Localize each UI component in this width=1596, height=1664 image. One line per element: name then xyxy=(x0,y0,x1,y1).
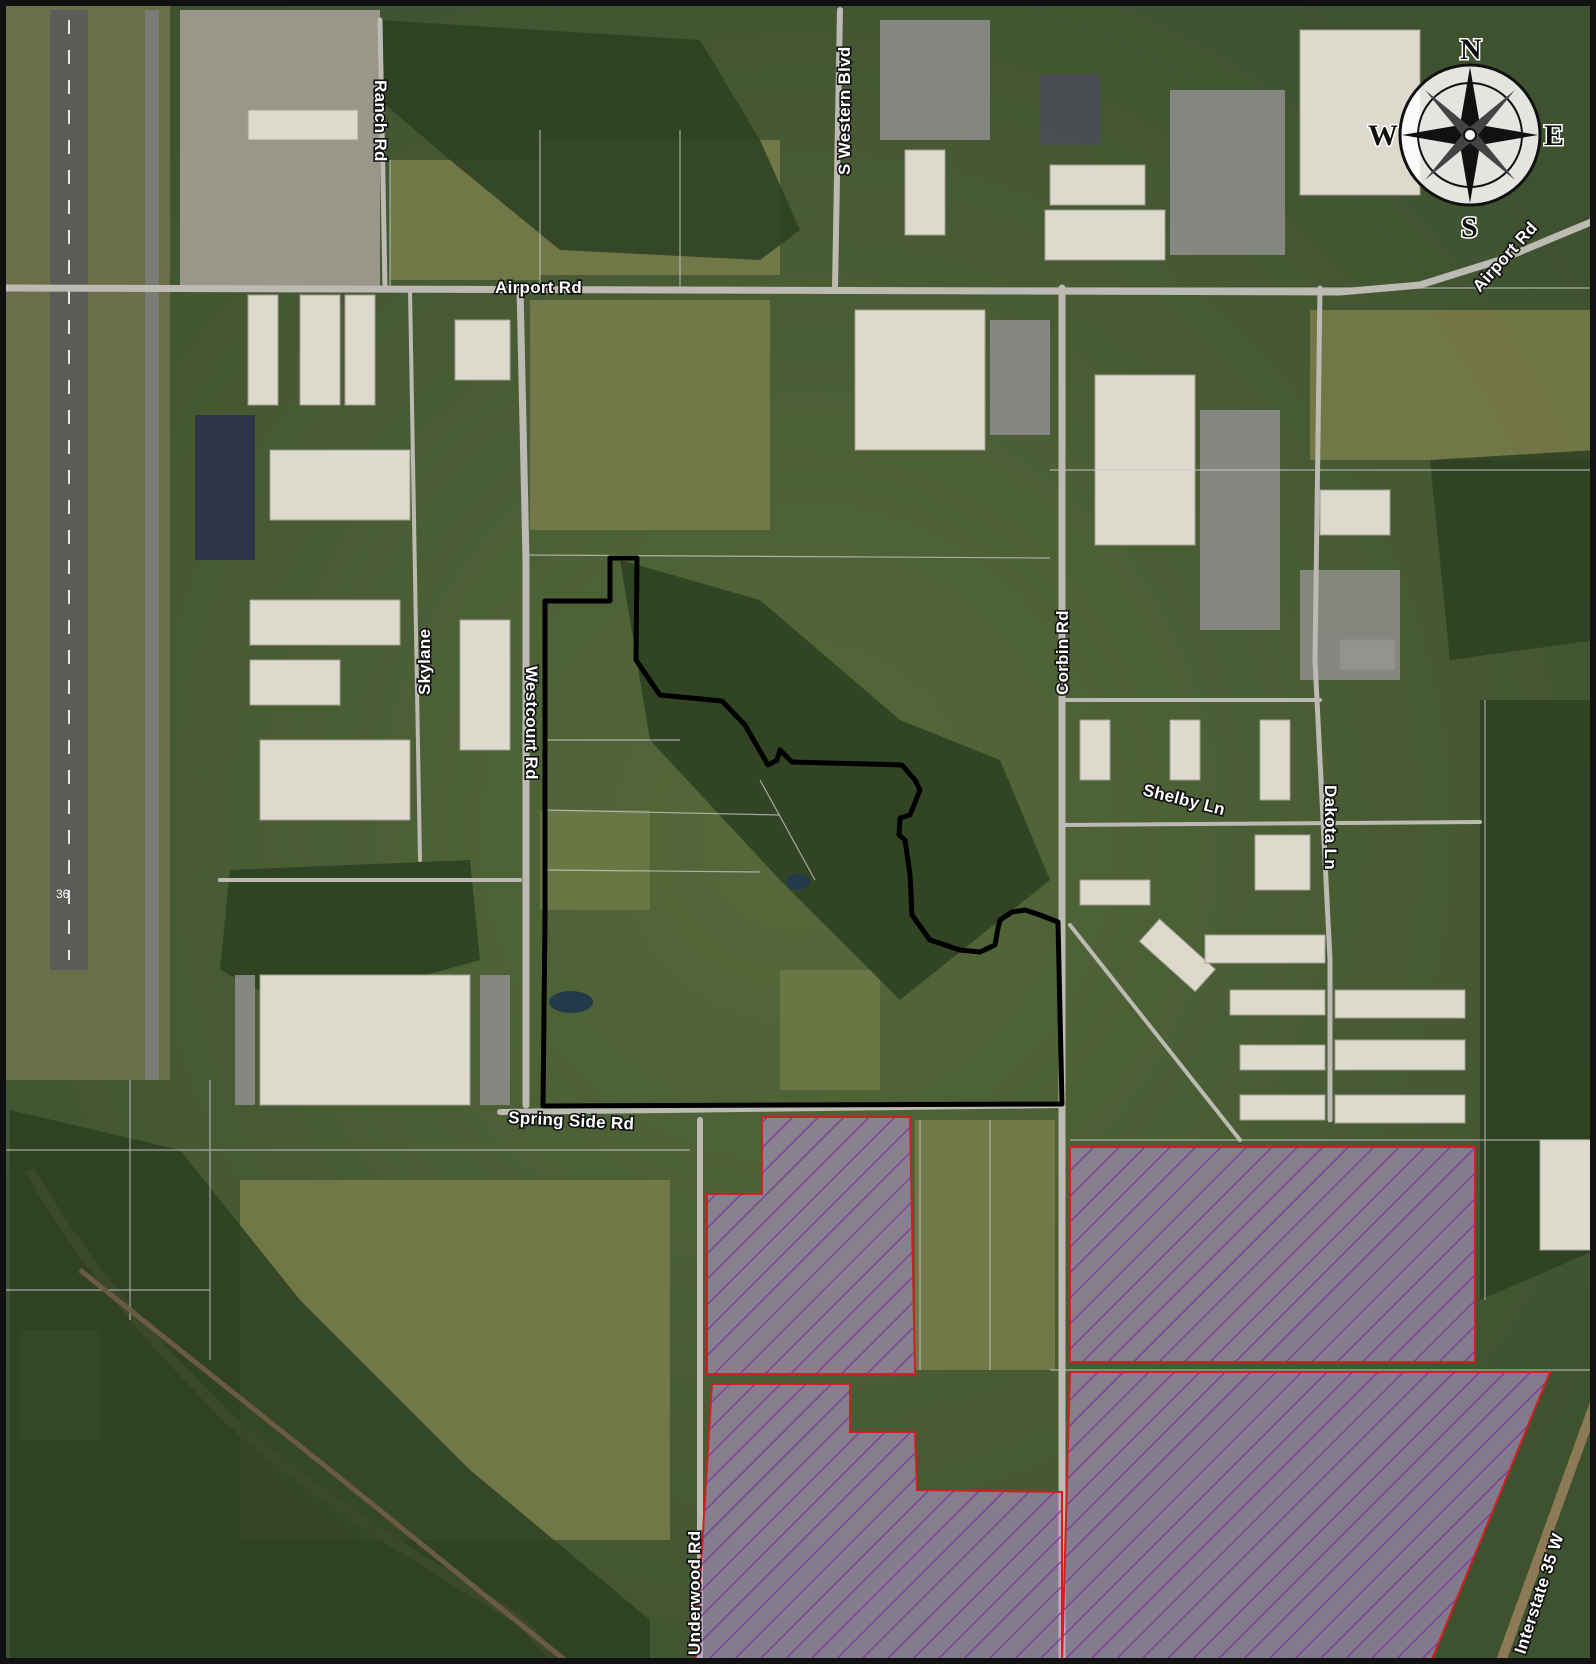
label-airport-rd-west: Airport Rd xyxy=(495,278,582,297)
label-westcourt-rd: Westcourt Rd xyxy=(522,666,541,780)
restricted-area-sw xyxy=(693,1383,1063,1664)
compass-rose-icon: N S E W xyxy=(1367,32,1566,246)
compass-west: W xyxy=(1368,119,1398,152)
runway-number: 36 xyxy=(56,887,70,901)
tree-areas xyxy=(10,20,1596,1664)
railway xyxy=(78,1268,572,1664)
label-corbin-rd: Corbin Rd xyxy=(1053,610,1072,695)
label-skylane: Skylane xyxy=(415,629,434,695)
roads xyxy=(0,7,1596,1664)
pond xyxy=(786,874,810,890)
restricted-areas xyxy=(693,1116,1552,1664)
parking-lots xyxy=(235,20,1400,1105)
restricted-area-se xyxy=(1060,1371,1552,1664)
compass-north: N xyxy=(1460,33,1482,66)
compass-east: E xyxy=(1544,119,1564,152)
buildings xyxy=(247,29,1596,1251)
site-boundary xyxy=(540,555,1065,1109)
label-s-western-blvd: S Western Blvd xyxy=(835,46,854,175)
airport-apron xyxy=(0,0,380,1080)
compass-south: S xyxy=(1461,211,1478,244)
restricted-area-nw xyxy=(706,1116,917,1375)
restricted-area-ne xyxy=(1069,1146,1476,1363)
label-dakota-ln: Dakota Ln xyxy=(1321,785,1340,870)
label-ranch-rd: Ranch Rd xyxy=(371,80,390,162)
pond xyxy=(549,991,593,1013)
label-underwood-rd: Underwood Rd xyxy=(685,1531,704,1655)
river xyxy=(25,1167,564,1664)
